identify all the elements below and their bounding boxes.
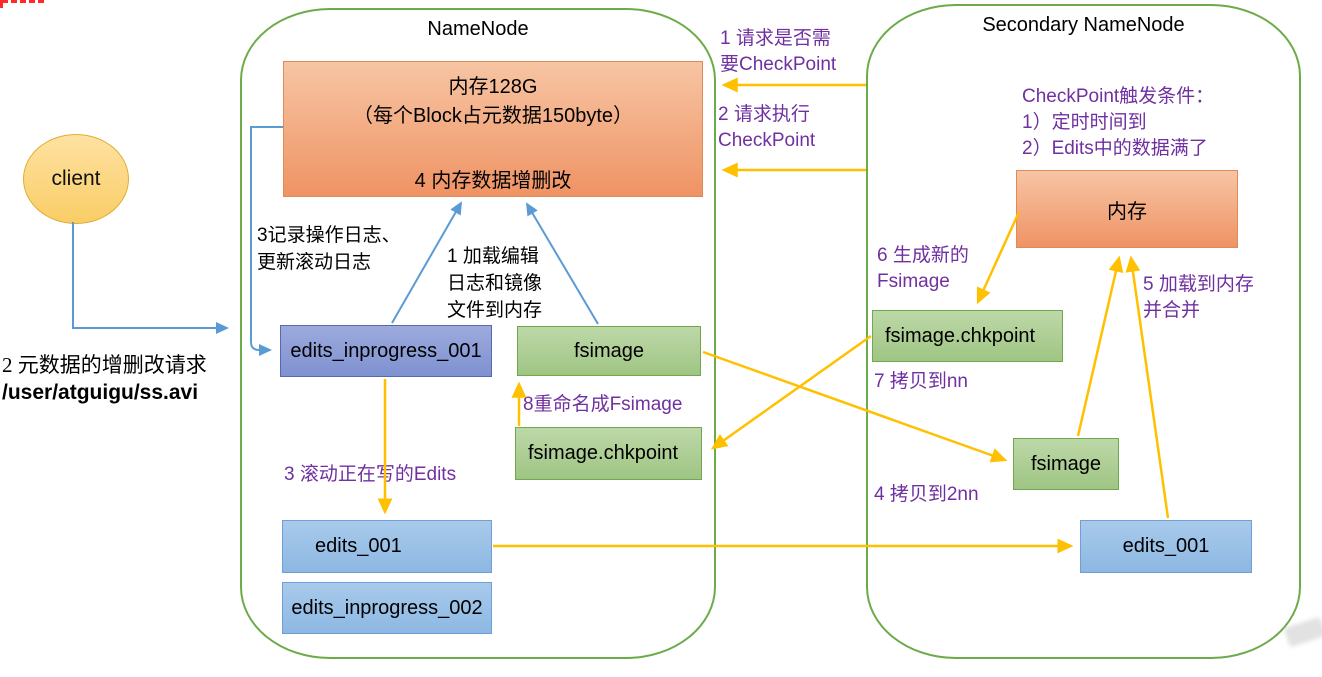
nn-memory-line1: 内存128G	[448, 76, 538, 98]
nn-fsimage-box: fsimage	[517, 326, 701, 376]
snn-load-merge-label: 5 加载到内存 并合并	[1143, 272, 1254, 324]
nn-edits-inprogress-001-label: edits_inprogress_001	[290, 339, 482, 362]
client-label: client	[51, 167, 101, 190]
nn-fsimage-label: fsimage	[573, 339, 645, 362]
nn-rename-label: 8重命名成Fsimage	[523, 394, 683, 415]
msg-request-need-checkpoint: 1 请求是否需 要CheckPoint	[720, 26, 836, 78]
snn-trigger-conditions: CheckPoint触发条件： 1）定时时间到 2）Edits中的数据满了	[1022, 84, 1214, 162]
nn-edits-inprogress-001-box: edits_inprogress_001	[280, 325, 492, 377]
nn-edits-001-box: edits_001	[282, 520, 492, 573]
nn-record-log-line2: 更新滚动日志	[257, 252, 372, 273]
msg2-line2: CheckPoint	[718, 130, 816, 151]
arrow-2-client-metadata-request	[72, 222, 229, 334]
snn-fsimage-label: fsimage	[1030, 452, 1102, 475]
nn-load-label: 1 加载编辑 日志和镜像 文件到内存	[447, 243, 542, 324]
msg1-line2: 要CheckPoint	[720, 54, 837, 75]
nn-load-line3: 文件到内存	[447, 300, 543, 321]
nn-record-log-label: 3记录操作日志、 更新滚动日志	[257, 222, 401, 276]
red-dash-mark	[2, 0, 44, 3]
nn-edits-001-label: edits_001	[315, 535, 402, 557]
namenode-title: NameNode	[427, 18, 529, 40]
snn-trigger-line2: 1）定时时间到	[1022, 112, 1147, 133]
secondary-namenode-title: Secondary NameNode	[982, 14, 1185, 36]
snn-copy-to-nn-label: 7 拷贝到nn	[874, 371, 968, 392]
snn-load-merge-line2: 并合并	[1143, 300, 1201, 321]
snn-generate-fsimage-label: 6 生成新的 Fsimage	[877, 243, 969, 295]
snn-copy-to-2nn-label: 4 拷贝到2nn	[874, 484, 979, 505]
snn-fsimage-chkpoint-box: fsimage.chkpoint	[872, 310, 1063, 362]
snn-edits-001-box: edits_001	[1080, 520, 1252, 573]
nn-memory-line2: （每个Block占元数据150byte）	[352, 105, 634, 127]
nn-memory-line3: 4 内存数据增删改	[414, 170, 572, 192]
nn-edits-inprogress-002-label: edits_inprogress_002	[291, 596, 483, 619]
nn-load-line1: 1 加载编辑	[447, 246, 539, 267]
nn-fsimage-chkpoint-label: fsimage.chkpoint	[528, 442, 679, 464]
snn-memory-box: 内存	[1016, 170, 1238, 248]
snn-generate-line2: Fsimage	[877, 271, 950, 292]
snn-memory-label: 内存	[1107, 200, 1147, 223]
secondary-namenode-container: Secondary NameNode	[866, 4, 1301, 659]
snn-trigger-line3: 2）Edits中的数据满了	[1022, 138, 1208, 159]
client-request-label: 2 元数据的增删改请求 /user/atguigu/ss.avi	[2, 352, 207, 406]
snn-edits-001-label: edits_001	[1122, 535, 1210, 557]
namenode-container: NameNode	[240, 8, 716, 659]
nn-record-log-line1: 3记录操作日志、	[257, 225, 401, 246]
arrow-7-copy-chkpoint-to-nn	[710, 334, 872, 450]
client-request-line1: 2 元数据的增删改请求	[2, 353, 207, 377]
snn-trigger-line1: CheckPoint触发条件：	[1022, 86, 1215, 107]
snn-fsimage-box: fsimage	[1013, 438, 1119, 490]
client-request-line2: /user/atguigu/ss.avi	[2, 381, 199, 404]
snn-generate-line1: 6 生成新的	[877, 245, 969, 266]
msg-request-execute-checkpoint: 2 请求执行 CheckPoint	[718, 102, 815, 154]
nn-fsimage-chkpoint-box: fsimage.chkpoint	[515, 427, 702, 480]
msg2-line1: 2 请求执行	[718, 104, 810, 125]
nn-roll-edits-label: 3 滚动正在写的Edits	[284, 464, 457, 485]
nn-load-line2: 日志和镜像	[447, 273, 543, 294]
nn-edits-inprogress-002-box: edits_inprogress_002	[282, 582, 492, 634]
red-dash-mark-vertical	[0, 0, 3, 8]
client-node: client	[23, 134, 129, 224]
snn-load-merge-line1: 5 加载到内存	[1143, 274, 1254, 295]
nn-memory-box: 内存128G （每个Block占元数据150byte） 4 内存数据增删改	[283, 61, 703, 197]
msg1-line1: 1 请求是否需	[720, 28, 831, 49]
snn-fsimage-chkpoint-label: fsimage.chkpoint	[885, 324, 1036, 347]
